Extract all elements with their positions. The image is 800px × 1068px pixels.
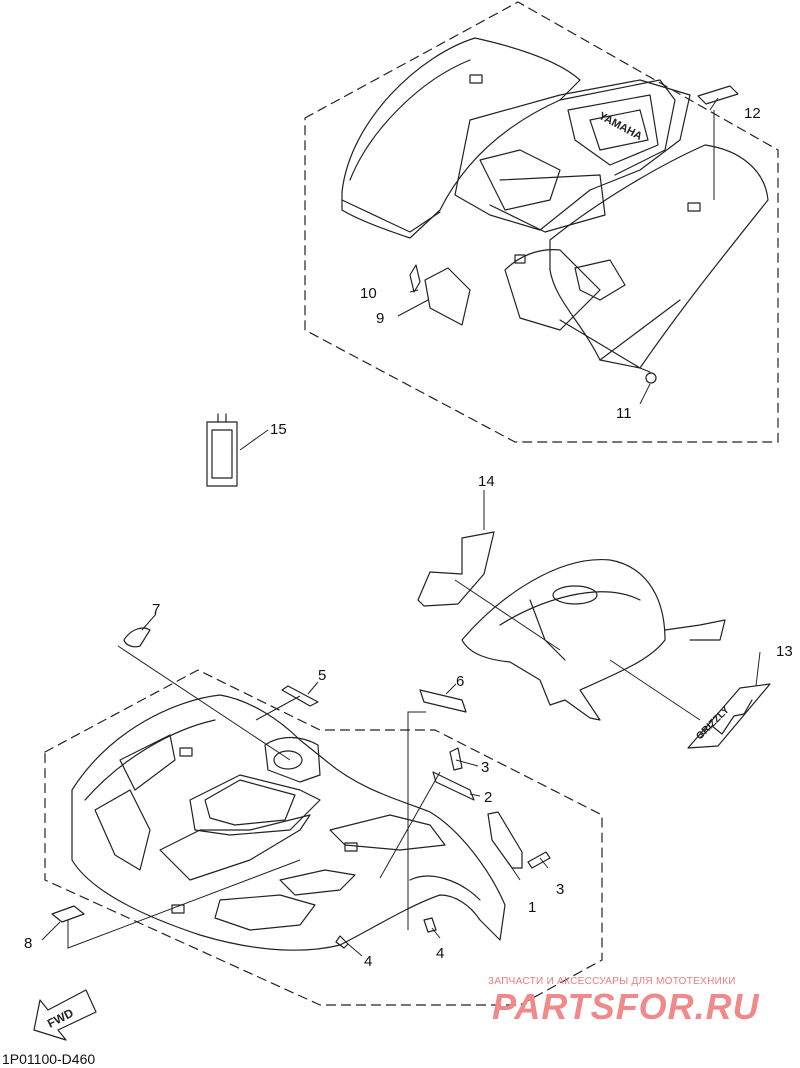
callout-15: 15	[270, 421, 287, 438]
decal-part-6	[419, 689, 467, 713]
callout-8: 8	[24, 935, 32, 952]
watermark-logo: PARTSFOR.RU	[492, 986, 760, 1027]
callout-2: 2	[484, 789, 492, 806]
label-part-15	[206, 413, 238, 487]
cap-part-7	[123, 627, 151, 648]
screw-part-3-upper	[449, 747, 463, 771]
bracket-part-1	[487, 811, 523, 869]
screw-part-3-lower	[527, 851, 551, 869]
rear-fender-brand: YAMAHA	[597, 110, 644, 143]
callout-3b: 3	[556, 881, 564, 898]
rear-fender	[341, 37, 769, 373]
callout-5: 5	[318, 667, 326, 684]
callout-9: 9	[376, 310, 384, 327]
clip-part-4-right	[423, 917, 437, 933]
callout-6: 6	[456, 673, 464, 690]
decal-part-8	[51, 905, 85, 923]
front-fender	[71, 694, 506, 951]
clip-part-10	[409, 264, 421, 293]
callout-10: 10	[360, 285, 377, 302]
callout-4b: 4	[436, 945, 444, 962]
callout-13: 13	[776, 643, 793, 660]
fwd-arrow	[33, 989, 97, 1041]
decal-part-13	[687, 683, 771, 749]
decal-part-5	[281, 685, 319, 707]
callout-11: 11	[616, 405, 632, 422]
front-panel	[461, 559, 726, 721]
leader-lines	[41, 97, 761, 957]
diagram-code: 1P01100-D460	[2, 1051, 95, 1067]
callout-14: 14	[478, 473, 495, 490]
callout-4a: 4	[364, 953, 372, 970]
callout-12: 12	[744, 105, 761, 122]
watermark-caption: ЗАПЧАСТИ И АКСЕССУАРЫ ДЛЯ МОТОТЕХНИКИ	[488, 976, 736, 987]
callout-labels: 1 2 3 3 4 4 5 6 7 8 9 10 11 12 13 14 15	[24, 105, 793, 970]
plate-part-9	[424, 267, 471, 326]
decal-part-12	[697, 85, 739, 105]
callout-3a: 3	[481, 759, 489, 776]
decal-part-14	[417, 531, 495, 607]
clip-part-4-left	[335, 935, 349, 949]
rear-group-outline	[304, 1, 779, 443]
front-group-outline	[44, 669, 603, 1006]
decal-part-2	[432, 771, 475, 801]
callout-7: 7	[152, 601, 160, 618]
grommet-part-11	[645, 372, 657, 384]
callout-1: 1	[528, 899, 536, 916]
